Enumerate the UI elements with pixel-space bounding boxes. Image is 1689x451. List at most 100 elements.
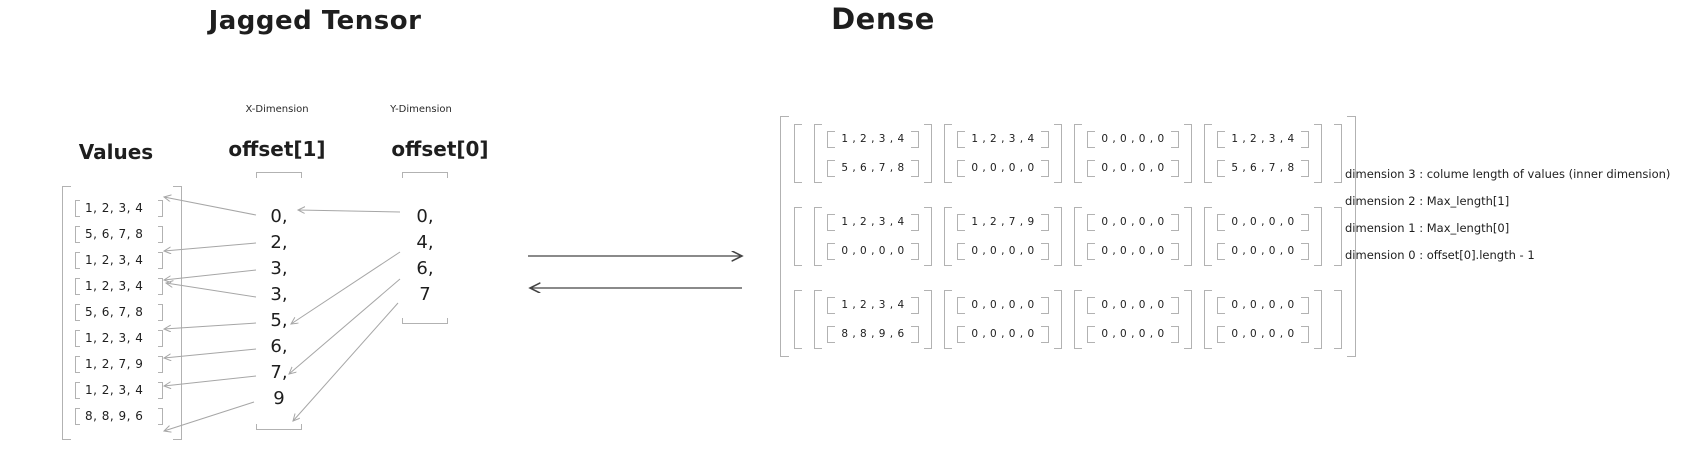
arrow-offset0-7-to-offset1 — [293, 302, 399, 421]
offset0-column: 0, 4, 6, 7 — [402, 172, 448, 324]
offset1-entry: 6, — [270, 336, 288, 357]
values-row: 8, 8, 9, 6 — [75, 404, 163, 428]
inner-close-bracket — [1171, 242, 1179, 260]
inner-close-bracket — [1171, 325, 1179, 343]
offset0-entry: 0, — [416, 206, 434, 227]
block-open-bracket — [814, 290, 822, 349]
dense-inner-row: 0 , 0 , 0 , 0 — [1231, 245, 1295, 257]
dense-row: 1 , 2 , 3 , 4 8 , 8 , 9 , 6 0 , 0 , 0 , … — [794, 290, 1342, 349]
inner-open-bracket — [1087, 213, 1095, 231]
inner-open-bracket — [827, 213, 835, 231]
y-dimension-label: Y-Dimension — [390, 104, 452, 115]
inner-close-bracket — [1301, 159, 1309, 177]
dense-block: 1 , 2 , 7 , 9 0 , 0 , 0 , 0 — [944, 207, 1062, 266]
arrow-offset0-0-to-offset1 — [298, 210, 401, 212]
dense-inner-row: 0 , 0 , 0 , 0 — [1101, 162, 1165, 174]
inner-close-bracket — [1301, 213, 1309, 231]
annotation-dimension-2: dimension 2 : Max_length[1] — [1345, 194, 1510, 208]
values-row: 1, 2, 7, 9 — [75, 352, 163, 376]
inner-open-bracket — [827, 325, 835, 343]
inner-close-bracket — [1041, 325, 1049, 343]
values-row-text: 1, 2, 3, 4 — [85, 383, 144, 397]
offset1-entry: 5, — [270, 310, 288, 331]
inner-close-bracket — [1171, 159, 1179, 177]
annotation-dimension-3: dimension 3 : colume length of values (i… — [1345, 167, 1671, 181]
inner-open-bracket — [827, 159, 835, 177]
inner-close-bracket — [1041, 242, 1049, 260]
inner-open-bracket — [957, 325, 965, 343]
inner-close-bracket — [1171, 130, 1179, 148]
values-list: 1, 2, 3, 4 5, 6, 7, 8 1, 2, 3, 4 1, 2, 3… — [71, 186, 167, 440]
offset1-entry: 9 — [273, 388, 285, 409]
offset1-entry: 0, — [270, 206, 288, 227]
inner-open-bracket — [957, 130, 965, 148]
offset0-entry: 7 — [419, 284, 431, 305]
inner-open-bracket — [1217, 159, 1225, 177]
dense-block: 1 , 2 , 3 , 4 5 , 6 , 7 , 8 — [1204, 124, 1322, 183]
block-close-bracket — [1314, 124, 1322, 183]
values-row-text: 5, 6, 7, 8 — [85, 227, 144, 241]
dense-inner-row: 0 , 0 , 0 , 0 — [971, 328, 1035, 340]
inner-close-bracket — [1301, 242, 1309, 260]
dense-outer-open-bracket — [780, 116, 789, 357]
dense-inner-row: 1 , 2 , 3 , 4 — [971, 133, 1035, 145]
offset1-top-bracket — [256, 172, 302, 178]
inner-close-bracket — [1171, 296, 1179, 314]
row-open-bracket — [75, 407, 80, 425]
row-close-bracket — [158, 381, 163, 399]
block-close-bracket — [1054, 290, 1062, 349]
block-open-bracket — [1074, 207, 1082, 266]
row-open-bracket — [75, 381, 80, 399]
inner-open-bracket — [1217, 325, 1225, 343]
block-open-bracket — [1204, 290, 1212, 349]
row-close-bracket — [158, 407, 163, 425]
dense-block: 1 , 2 , 3 , 4 8 , 8 , 9 , 6 — [814, 290, 932, 349]
dimension-annotations: dimension 3 : colume length of values (i… — [1345, 161, 1670, 269]
block-close-bracket — [924, 290, 932, 349]
offset1-entry: 7, — [270, 362, 288, 383]
row-close-bracket — [158, 225, 163, 243]
row-open-bracket — [75, 329, 80, 347]
block-open-bracket — [1204, 207, 1212, 266]
values-row-text: 8, 8, 9, 6 — [85, 409, 144, 423]
row-close-bracket — [158, 277, 163, 295]
row-open-bracket — [75, 277, 80, 295]
dense-inner-row: 8 , 8 , 9 , 6 — [841, 328, 905, 340]
inner-close-bracket — [911, 130, 919, 148]
dense-inner-row: 0 , 0 , 0 , 0 — [971, 162, 1035, 174]
values-row: 1, 2, 3, 4 — [75, 378, 163, 402]
inner-open-bracket — [957, 213, 965, 231]
jagged-tensor-title: Jagged Tensor — [208, 6, 422, 36]
inner-close-bracket — [1301, 296, 1309, 314]
annotation-dimension-1: dimension 1 : Max_length[0] — [1345, 221, 1510, 235]
values-row-text: 1, 2, 3, 4 — [85, 331, 144, 345]
offset1-entry: 3, — [270, 284, 288, 305]
dense-row-close-bracket — [1334, 207, 1342, 266]
block-close-bracket — [1184, 290, 1192, 349]
row-close-bracket — [158, 355, 163, 373]
offset0-entry: 4, — [416, 232, 434, 253]
values-row: 5, 6, 7, 8 — [75, 222, 163, 246]
dense-block: 0 , 0 , 0 , 0 0 , 0 , 0 , 0 — [1074, 290, 1192, 349]
block-open-bracket — [814, 124, 822, 183]
block-open-bracket — [944, 290, 952, 349]
dense-inner-row: 1 , 2 , 7 , 9 — [971, 216, 1035, 228]
values-column: 1, 2, 3, 4 5, 6, 7, 8 1, 2, 3, 4 1, 2, 3… — [62, 186, 182, 440]
inner-open-bracket — [1087, 130, 1095, 148]
dense-inner-row: 0 , 0 , 0 , 0 — [971, 299, 1035, 311]
block-open-bracket — [1204, 124, 1212, 183]
block-open-bracket — [814, 207, 822, 266]
inner-open-bracket — [957, 159, 965, 177]
offset1-entry: 2, — [270, 232, 288, 253]
offset0-bottom-bracket — [402, 318, 448, 324]
row-open-bracket — [75, 251, 80, 269]
dense-row-close-bracket — [1334, 290, 1342, 349]
values-open-bracket — [62, 186, 71, 440]
offset1-bottom-bracket — [256, 424, 302, 430]
block-close-bracket — [924, 124, 932, 183]
inner-close-bracket — [911, 296, 919, 314]
inner-open-bracket — [1217, 213, 1225, 231]
dense-inner-row: 0 , 0 , 0 , 0 — [1101, 299, 1165, 311]
block-open-bracket — [1074, 124, 1082, 183]
dense-inner-row: 1 , 2 , 3 , 4 — [841, 133, 905, 145]
